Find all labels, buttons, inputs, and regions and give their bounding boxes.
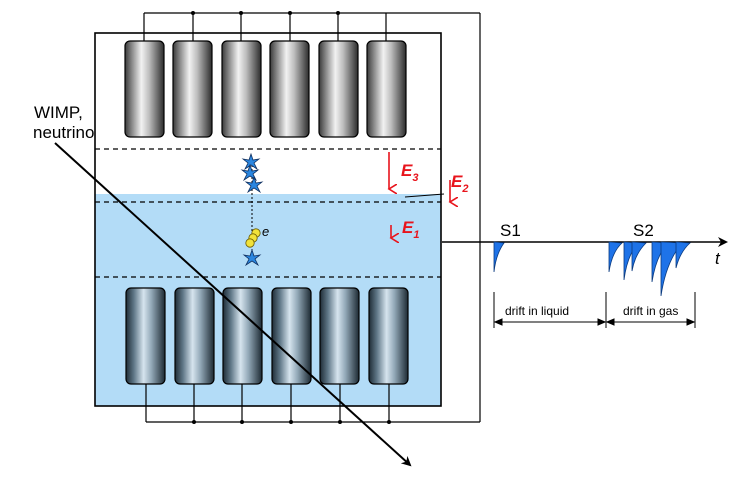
time-axis-label: t <box>715 249 721 268</box>
electrons <box>245 228 261 248</box>
top-wiring-junctions <box>191 11 340 15</box>
field-e3-label: E3 <box>401 161 418 184</box>
s1-pulse <box>493 241 505 273</box>
top-pmt <box>269 40 310 138</box>
field-e2-leader <box>404 193 445 198</box>
top-pmt <box>366 40 407 138</box>
bottom-wiring-junctions <box>192 420 391 424</box>
drift-in-liquid-label: drift in liquid <box>505 304 569 318</box>
field-arrows <box>389 152 450 238</box>
field-e1-label: E1 <box>402 218 419 241</box>
bottom-pmt <box>368 287 409 385</box>
bottom-pmt-array <box>125 287 409 385</box>
photon-stars <box>240 152 264 267</box>
bottom-pmt <box>222 287 263 385</box>
bottom-pmt <box>125 287 166 385</box>
s2-pulse <box>608 241 623 273</box>
electron-label: e <box>262 224 269 239</box>
drift-arrows <box>493 318 696 326</box>
bottom-pmt <box>319 287 360 385</box>
top-pmt-array <box>124 40 407 138</box>
top-pmt <box>221 40 262 138</box>
s1-label: S1 <box>500 221 521 240</box>
top-pmt <box>124 40 165 138</box>
s2-pulse <box>631 241 647 272</box>
photon-star-icon <box>244 175 264 194</box>
bottom-pmt <box>174 287 215 385</box>
top-pmt <box>318 40 359 138</box>
s2-label: S2 <box>633 221 654 240</box>
photon-star-icon <box>241 152 261 171</box>
detector-vessel <box>94 32 442 407</box>
drift-in-gas-label: drift in gas <box>623 304 678 318</box>
particle-label-line2: neutrino <box>33 123 94 142</box>
top-pmt-wiring <box>143 12 481 422</box>
particle-label-line1: WIMP, <box>34 103 83 122</box>
top-pmt <box>172 40 213 138</box>
s2-pulses <box>608 241 691 297</box>
s2-pulse <box>675 241 691 269</box>
electron-dot <box>245 238 255 248</box>
electrode-grids <box>95 148 441 278</box>
particle-track <box>54 142 412 467</box>
bottom-pmt <box>271 287 312 385</box>
field-e2-label: E2 <box>451 172 468 195</box>
photon-star-icon <box>242 248 262 267</box>
